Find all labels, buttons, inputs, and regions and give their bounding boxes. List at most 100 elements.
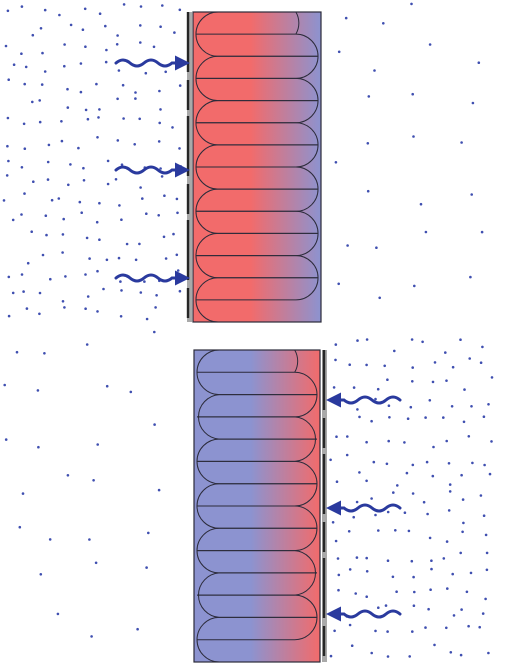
vapour-dot-icon xyxy=(64,275,67,278)
vapour-dot-icon xyxy=(412,135,415,138)
vapour-dot-icon xyxy=(337,588,340,592)
vapour-dot-icon xyxy=(38,291,42,295)
vapour-dot-icon xyxy=(160,175,164,178)
vapour-dot-icon xyxy=(22,290,25,293)
vapour-dot-icon xyxy=(335,616,339,619)
vapour-dot-icon xyxy=(469,275,472,279)
vapour-dot-icon xyxy=(171,126,174,129)
vapour-dot-icon xyxy=(403,511,407,514)
vapour-dot-icon xyxy=(354,592,358,595)
vapour-dot-icon xyxy=(471,101,475,105)
vapour-dot-icon xyxy=(406,417,410,421)
vapour-dot-icon xyxy=(26,261,30,265)
vapour-dot-icon xyxy=(469,571,473,575)
vapour-dot-icon xyxy=(461,498,465,501)
vapour-dot-icon xyxy=(376,387,380,391)
vapour-dot-icon xyxy=(422,500,426,504)
vapour-dot-icon xyxy=(7,314,11,318)
insulation-wall-top xyxy=(186,11,322,323)
vapour-dot-icon xyxy=(31,100,34,104)
wavy-arrow-icon xyxy=(326,500,402,516)
vapour-dot-icon xyxy=(38,312,41,316)
vapour-dot-icon xyxy=(7,78,10,81)
wavy-arrow-icon xyxy=(326,392,402,408)
vapour-dot-icon xyxy=(7,275,11,279)
vapour-dot-icon xyxy=(106,159,110,163)
vapour-dot-icon xyxy=(367,95,371,98)
insulation-loop-right xyxy=(196,166,319,212)
vapour-dot-icon xyxy=(175,197,179,201)
vapour-dot-icon xyxy=(447,462,451,465)
vapour-dot-icon xyxy=(158,89,161,93)
vapour-dot-icon xyxy=(96,269,99,273)
vapour-dot-icon xyxy=(405,471,409,475)
vapour-dot-icon xyxy=(445,626,448,630)
vapour-dot-icon xyxy=(378,296,382,300)
vapour-dot-icon xyxy=(433,643,436,647)
vapour-dot-icon xyxy=(96,443,99,446)
vapour-dot-icon xyxy=(410,2,413,6)
vapour-dot-icon xyxy=(468,357,472,360)
vapour-dot-icon xyxy=(178,84,182,87)
vapour-dot-icon xyxy=(125,242,129,246)
wavy-arrow-icon xyxy=(114,55,190,71)
vapour-dot-icon xyxy=(484,533,488,537)
vapour-dot-icon xyxy=(58,13,61,17)
vapour-dot-icon xyxy=(136,627,139,631)
vapour-dot-icon xyxy=(11,218,15,222)
insulation-loop-left xyxy=(195,55,318,102)
vapour-dot-icon xyxy=(334,161,338,164)
vapour-dot-icon xyxy=(428,43,432,46)
vapour-dot-icon xyxy=(448,483,452,486)
vapour-dot-icon xyxy=(348,568,352,571)
vapour-dot-icon xyxy=(460,141,463,144)
vapour-dot-icon xyxy=(133,143,136,146)
vapour-dot-icon xyxy=(164,70,167,74)
insulation-loop-right xyxy=(197,349,299,373)
vapour-dot-icon xyxy=(478,625,482,629)
vapour-dot-icon xyxy=(105,384,109,388)
vapour-dot-icon xyxy=(120,218,123,221)
vapour-dot-icon xyxy=(96,136,99,139)
vapour-dot-icon xyxy=(95,82,98,86)
vapour-dot-icon xyxy=(22,122,26,126)
vapour-dot-icon xyxy=(470,193,474,196)
vapour-dot-icon xyxy=(333,629,336,633)
vapour-dot-icon xyxy=(445,540,449,543)
vapour-dot-icon xyxy=(84,108,88,112)
vapour-dot-icon xyxy=(382,22,385,25)
vapour-dot-icon xyxy=(157,488,161,492)
vapour-dot-icon xyxy=(430,567,433,571)
vapour-dot-icon xyxy=(424,416,427,419)
vapour-dot-icon xyxy=(375,246,378,249)
vapour-dot-icon xyxy=(30,230,33,233)
vapour-dot-icon xyxy=(336,557,340,560)
vapour-dot-icon xyxy=(365,363,368,367)
vapour-dot-icon xyxy=(20,213,23,216)
vapour-dot-icon xyxy=(431,474,435,478)
vapour-dot-icon xyxy=(21,492,25,495)
vapour-dot-icon xyxy=(98,12,102,15)
vapour-dot-icon xyxy=(411,380,414,383)
vapour-dot-icon xyxy=(442,416,445,419)
vapour-dot-icon xyxy=(337,282,341,286)
vapour-dot-icon xyxy=(86,295,90,298)
vapour-dot-icon xyxy=(163,194,166,197)
vapour-dot-icon xyxy=(48,538,52,541)
vapour-dot-icon xyxy=(487,651,490,655)
vapour-dot-icon xyxy=(329,654,333,658)
vapour-dot-icon xyxy=(39,27,43,30)
vapour-dot-icon xyxy=(485,551,489,555)
insulation-loop-left xyxy=(196,616,317,663)
vapour-dot-icon xyxy=(47,143,51,147)
insulation-loop-right xyxy=(196,11,300,35)
vapour-dot-icon xyxy=(442,557,446,560)
vapour-dot-icon xyxy=(386,559,390,562)
vapour-dot-icon xyxy=(4,438,8,441)
vapour-dot-icon xyxy=(479,494,483,497)
vapour-dot-icon xyxy=(143,280,146,283)
vapour-dot-icon xyxy=(467,624,470,628)
vapour-dot-icon xyxy=(424,626,427,629)
